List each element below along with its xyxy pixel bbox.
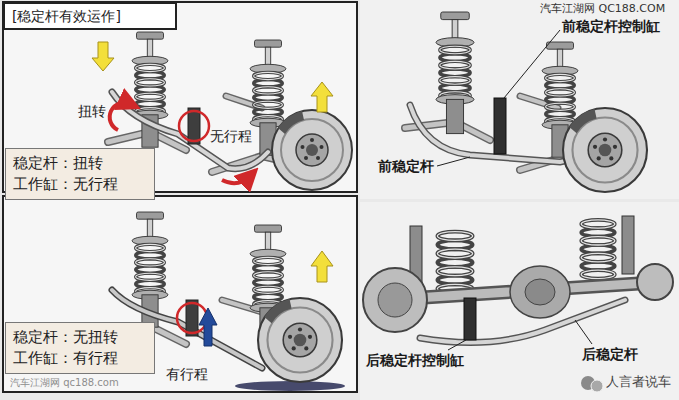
status-text: 稳定杆：扭转 [13, 153, 147, 174]
watermark: 汽车江湖网 qc188.com [10, 377, 119, 390]
motion-label: 无行程 [210, 128, 252, 146]
status-box: 稳定杆：扭转工作缸：无行程 [5, 148, 155, 200]
status-text: 稳定杆：无扭转 [13, 327, 147, 348]
status-text: 工作缸：无行程 [13, 174, 147, 195]
watermark: 人言者说车 [606, 374, 671, 390]
panel-title: [稳定杆有效运作] [12, 7, 168, 25]
status-text: 工作缸：有行程 [13, 348, 147, 369]
part-name: 后稳定杆 [582, 346, 638, 364]
part-name: 前稳定杆 [378, 158, 434, 176]
part-name: 前稳定杆控制缸 [562, 18, 660, 36]
status-box: 稳定杆：无扭转工作缸：有行程 [5, 322, 155, 374]
part-name: 后稳定杆控制缸 [366, 352, 464, 370]
motion-label: 扭转 [78, 103, 106, 121]
watermark: 汽车江湖网 QC188.COM [540, 2, 665, 16]
panel-heading: [稳定杆有效运作] [3, 2, 177, 30]
motion-label: 有行程 [166, 366, 208, 384]
